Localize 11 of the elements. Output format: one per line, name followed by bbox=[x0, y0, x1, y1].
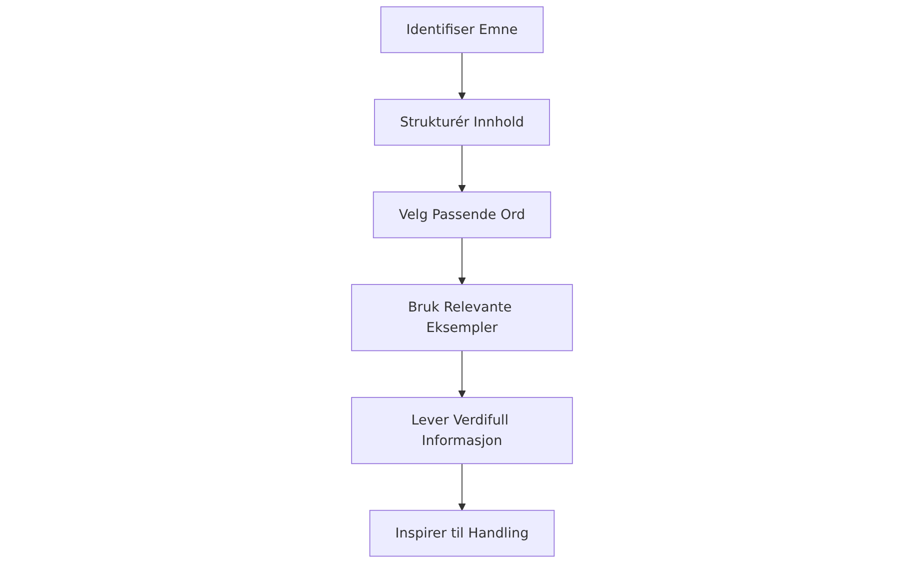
node-box: Inspirer til Handling bbox=[369, 510, 555, 557]
arrow bbox=[458, 350, 466, 398]
node-box: Lever Verdifull Informasjon bbox=[351, 396, 573, 464]
arrow bbox=[458, 463, 466, 511]
arrow bbox=[458, 52, 466, 100]
node-box: Bruk Relevante Eksempler bbox=[351, 284, 573, 352]
node-box: Velg Passende Ord bbox=[372, 191, 552, 238]
node-box: Strukturér Innhold bbox=[374, 98, 550, 146]
arrow bbox=[458, 144, 466, 192]
arrow bbox=[458, 237, 466, 285]
node-box: Identifiser Emne bbox=[380, 6, 544, 54]
